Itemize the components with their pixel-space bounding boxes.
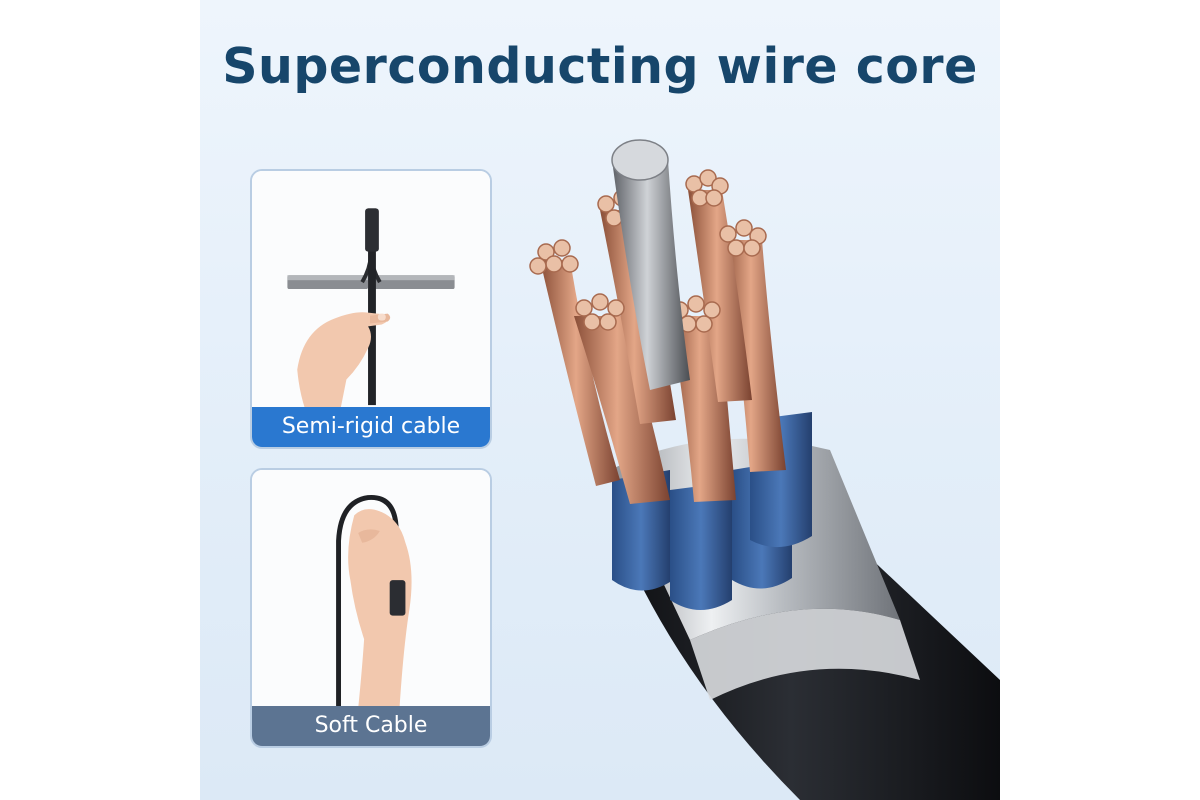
semi-rigid-cable-card: Semi-rigid cable bbox=[250, 169, 492, 449]
semi-rigid-cable-label: Semi-rigid cable bbox=[252, 407, 490, 447]
soft-cable-card: Soft Cable bbox=[250, 468, 492, 748]
headline: Superconducting wire core bbox=[222, 38, 978, 95]
soft-cable-label: Soft Cable bbox=[252, 706, 490, 746]
soft-cable-photo bbox=[252, 470, 490, 710]
semi-rigid-cable-photo bbox=[252, 171, 490, 411]
product-image: Superconducting wire core Semi-rigid cab… bbox=[200, 0, 1000, 800]
cable-core-illustration bbox=[529, 139, 1000, 800]
